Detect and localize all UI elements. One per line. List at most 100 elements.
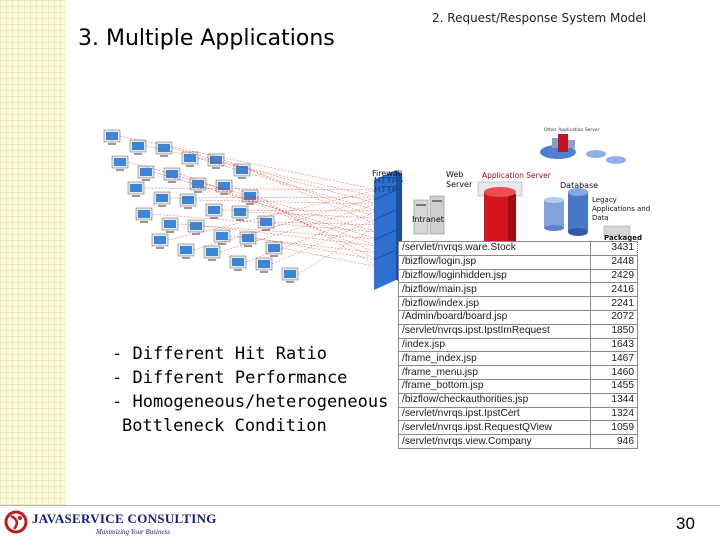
request-line [249,169,379,226]
slide-title: 3. Multiple Applications [78,26,335,51]
request-line [257,195,379,268]
footer-divider [0,505,720,506]
request-line [167,189,379,241]
legacy-label-1: Legacy [592,196,617,204]
client-computer-icon [213,229,231,245]
client-computer-icon [255,257,273,273]
hit-count-cell: 1643 [590,337,638,353]
client-computer-icon [203,245,221,261]
database-icon [544,188,588,236]
request-url-cell: /frame_bottom.jsp [398,378,591,394]
request-line [119,135,379,191]
request-url-cell: /index.jsp [398,337,591,353]
logo-mark-icon [4,510,28,534]
request-line [195,199,379,205]
company-logo: JAVASERVICE CONSULTING Maximizing Your B… [4,508,216,538]
request-line [255,237,379,261]
page-number: 30 [676,514,695,533]
database-label: Database [560,181,598,190]
request-url-cell: /frame_menu.jsp [398,365,591,380]
request-url-cell: /bizflow/login.jsp [398,254,591,270]
request-url-cell: /bizflow/checkauthorities.jsp [398,392,591,408]
request-url-cell: /Admin/board/board.jsp [398,309,591,325]
client-computer-icon [229,255,247,271]
request-line [281,247,379,268]
request-url-cell: /bizflow/index.jsp [398,296,591,311]
client-computer-icon [135,207,153,223]
client-computer-icon [231,205,249,221]
client-computer-icon [187,219,205,235]
request-line [169,196,379,199]
request-url-cell: /frame_index.jsp [398,351,591,367]
legacy-label-2: Applications and [592,205,650,213]
client-computer-icon [129,139,147,155]
bullet-performance: Different Performance [112,366,388,390]
hit-count-cell: 1324 [590,406,638,422]
firewall-label: Firewall [372,169,402,178]
client-computer-icon [103,129,121,145]
system-diagram: Firewall HTTPS HTTP Web Server Intranet … [103,127,650,290]
client-computer-icon [265,241,283,257]
hit-count-cell: 2416 [590,282,638,298]
web-server-label-2: Server [446,180,473,189]
hit-count-cell: 2429 [590,268,638,284]
other-app-server-icon [540,134,626,164]
request-line [143,187,379,191]
request-line [205,183,379,254]
logo-text: JAVASERVICE CONSULTING [32,511,217,526]
client-computer-icon [281,267,299,283]
request-url-cell: /bizflow/main.jsp [398,282,591,298]
request-lines [119,135,379,275]
request-line [177,223,379,240]
hit-count-cell: 1344 [590,392,638,408]
request-line [245,210,379,263]
app-server-label: Application Server [482,171,552,180]
client-computer-icon [127,181,145,197]
hit-count-cell: 3431 [590,241,638,256]
client-computer-icon [163,167,181,183]
hit-count-cell: 2241 [590,296,638,311]
logo-tagline: Maximizing Your Business [96,528,171,536]
client-computers [103,129,299,283]
request-url-cell: /servlet/nvrqs.ipst.RequestQView [398,420,591,436]
request-line [193,196,379,251]
client-computer-icon [177,243,195,259]
request-line [151,213,379,233]
section-label: 2. Request/Response System Model [432,11,647,25]
request-line [247,211,379,219]
request-line [127,161,379,233]
request-url-cell: /servlet/nvrqs.ipst.IpstCert [398,406,591,422]
request-line [231,185,379,261]
request-line [171,147,379,205]
bullet-bottleneck: Bottleneck Condition [122,416,327,436]
application-server-icon [477,181,523,242]
client-computer-icon [137,165,155,181]
client-computer-icon [205,203,223,219]
client-computer-icon [151,233,169,249]
bullet-list: Different Hit Ratio Different Performanc… [112,342,388,438]
request-url-cell: /servlet/nvrqs.ware.Stock [398,241,591,256]
client-computer-icon [111,155,129,171]
http-label: HTTP [374,185,398,194]
hit-count-cell: 1467 [590,351,638,367]
packaged-label: Packaged [604,234,642,242]
decorative-margin-stripe [0,0,66,505]
packaged-app-icon [603,225,631,237]
bullet-homogeneous: Homogeneous/heterogeneous [112,390,388,414]
https-label: HTTPS [374,176,404,185]
intranet-label: Intranet [412,215,444,224]
request-line [271,217,379,265]
bullet-hit-ratio: Different Hit Ratio [112,342,388,366]
